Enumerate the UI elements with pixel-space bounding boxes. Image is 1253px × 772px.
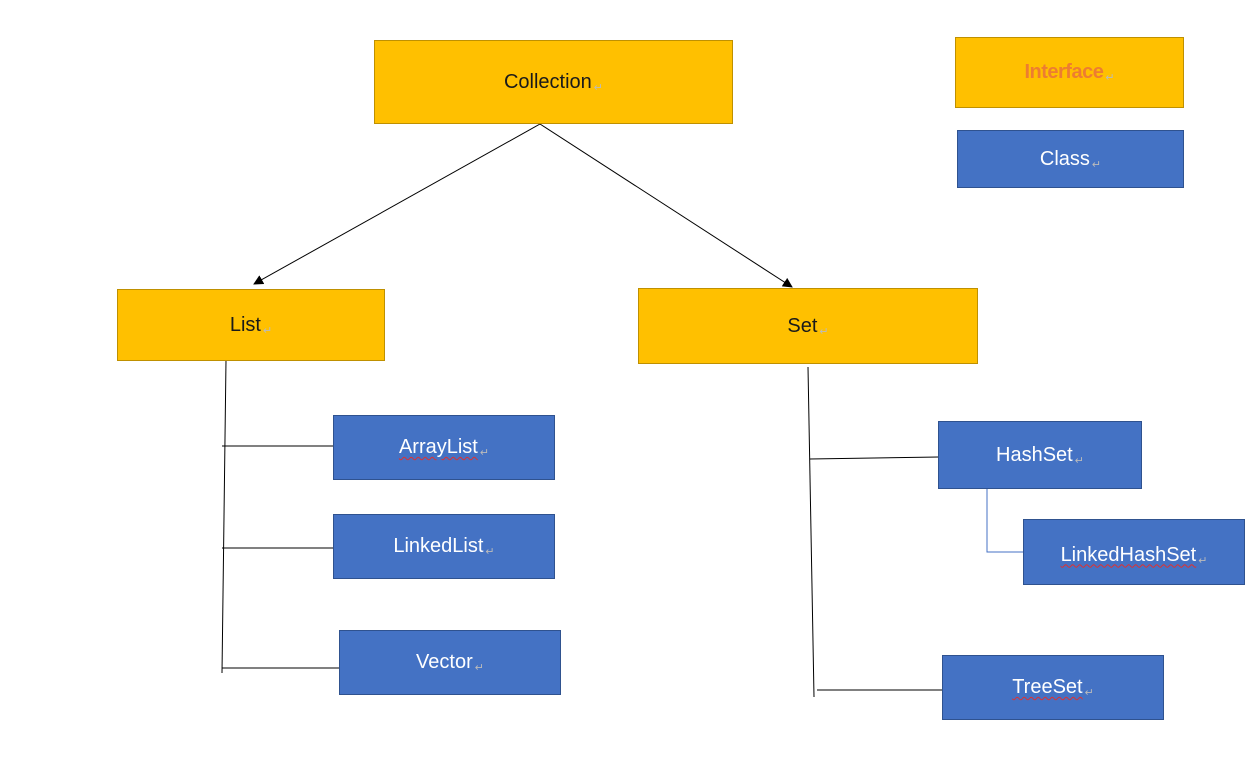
legend-interface-box: Interface↵ bbox=[955, 37, 1184, 108]
set-interface-box: Set↵ bbox=[638, 288, 978, 364]
paragraph-mark: ↵ bbox=[1105, 72, 1115, 84]
set-label: Set bbox=[787, 314, 818, 337]
paragraph-mark: ↵ bbox=[479, 447, 490, 459]
paragraph-mark: ↵ bbox=[262, 324, 273, 337]
vector-class-box: Vector↵ bbox=[339, 630, 561, 695]
paragraph-mark: ↵ bbox=[1084, 687, 1094, 699]
arrow-collection-list bbox=[253, 123, 541, 285]
hashset-class-box: HashSet↵ bbox=[938, 421, 1142, 489]
legend-class-label: Class bbox=[1039, 147, 1090, 170]
paragraph-mark: ↵ bbox=[485, 546, 495, 558]
paragraph-mark: ↵ bbox=[819, 325, 829, 338]
linkedlist-label: LinkedList bbox=[393, 535, 484, 557]
list-interface-box: List↵ bbox=[117, 289, 385, 361]
legend-class-box: Class↵ bbox=[957, 130, 1184, 188]
paragraph-mark: ↵ bbox=[593, 81, 604, 94]
set-branch-hashset bbox=[809, 456, 940, 460]
linkedhashset-class-box: LinkedHashSet↵ bbox=[1023, 519, 1245, 585]
legend-interface-label: Interface bbox=[1024, 61, 1104, 83]
paragraph-mark: ↵ bbox=[1074, 454, 1084, 467]
treeset-label: TreeSet bbox=[1012, 676, 1083, 698]
arraylist-class-box: ArrayList↵ bbox=[333, 415, 555, 480]
collection-label: Collection bbox=[503, 70, 592, 93]
paragraph-mark: ↵ bbox=[1091, 158, 1102, 171]
linkedhashset-label: LinkedHashSet bbox=[1060, 543, 1197, 566]
collection-interface-box: Collection↵ bbox=[374, 40, 733, 124]
treeset-class-box: TreeSet↵ bbox=[942, 655, 1164, 720]
list-trunk-line bbox=[221, 359, 227, 674]
arraylist-label: ArrayList bbox=[398, 436, 478, 458]
arrow-collection-set bbox=[539, 123, 793, 288]
hashset-branch-linkedhashset bbox=[986, 488, 1024, 553]
linkedlist-class-box: LinkedList↵ bbox=[333, 514, 555, 579]
paragraph-mark: ↵ bbox=[1198, 554, 1208, 567]
list-label: List bbox=[229, 313, 261, 336]
hashset-label: HashSet bbox=[996, 443, 1073, 466]
set-trunk-line bbox=[807, 366, 815, 698]
paragraph-mark: ↵ bbox=[474, 662, 484, 674]
vector-label: Vector bbox=[416, 651, 473, 673]
